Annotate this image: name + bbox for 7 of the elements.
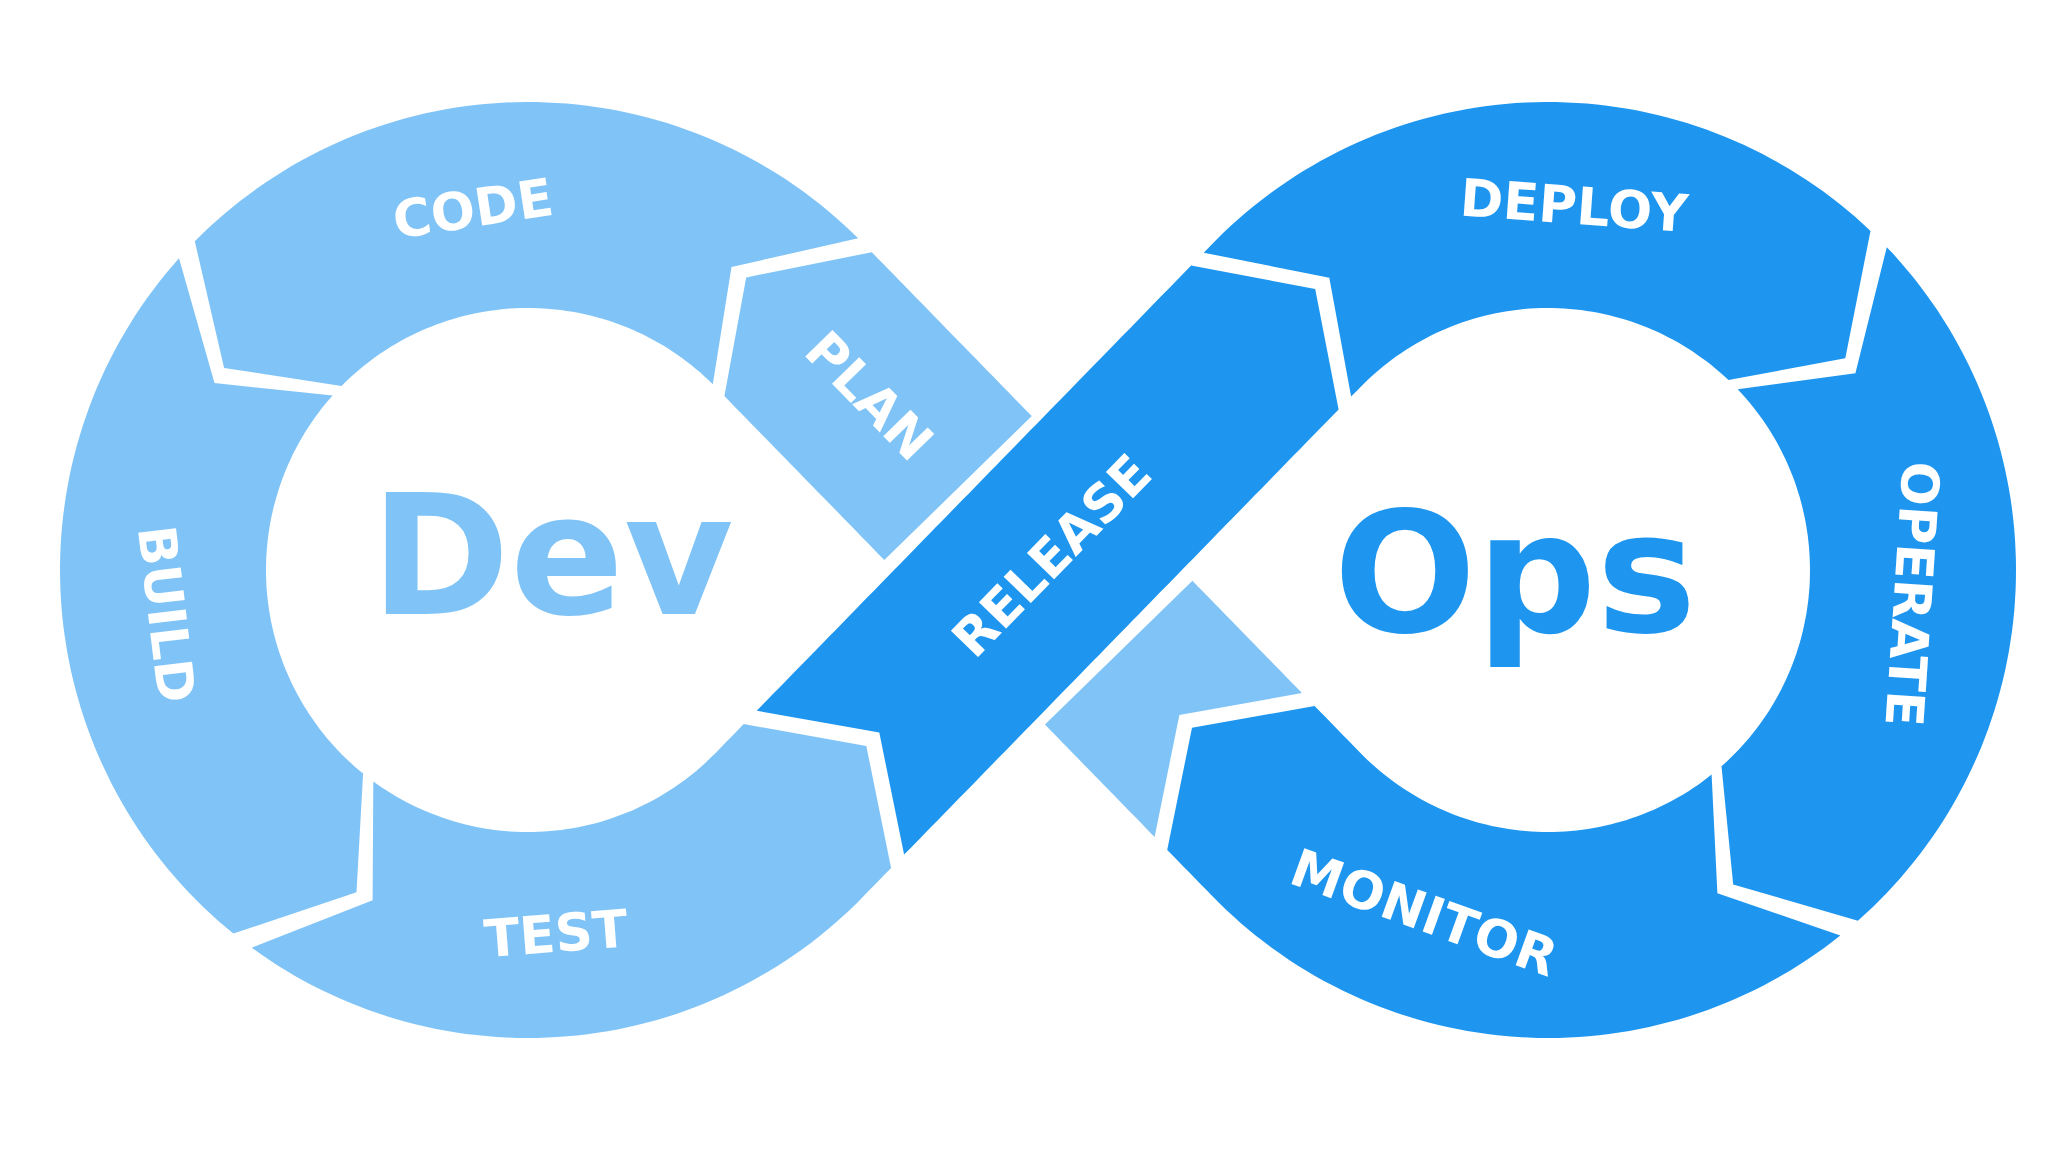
- loop-title: Dev: [370, 456, 734, 656]
- step-label: TEST: [482, 897, 631, 971]
- step-label: OPERATE: [1872, 459, 1953, 729]
- step-label: BUILD: [124, 521, 208, 706]
- loop-title: Ops: [1333, 474, 1697, 674]
- step-label: DEPLOY: [1458, 166, 1691, 246]
- step-label: CODE: [388, 166, 558, 253]
